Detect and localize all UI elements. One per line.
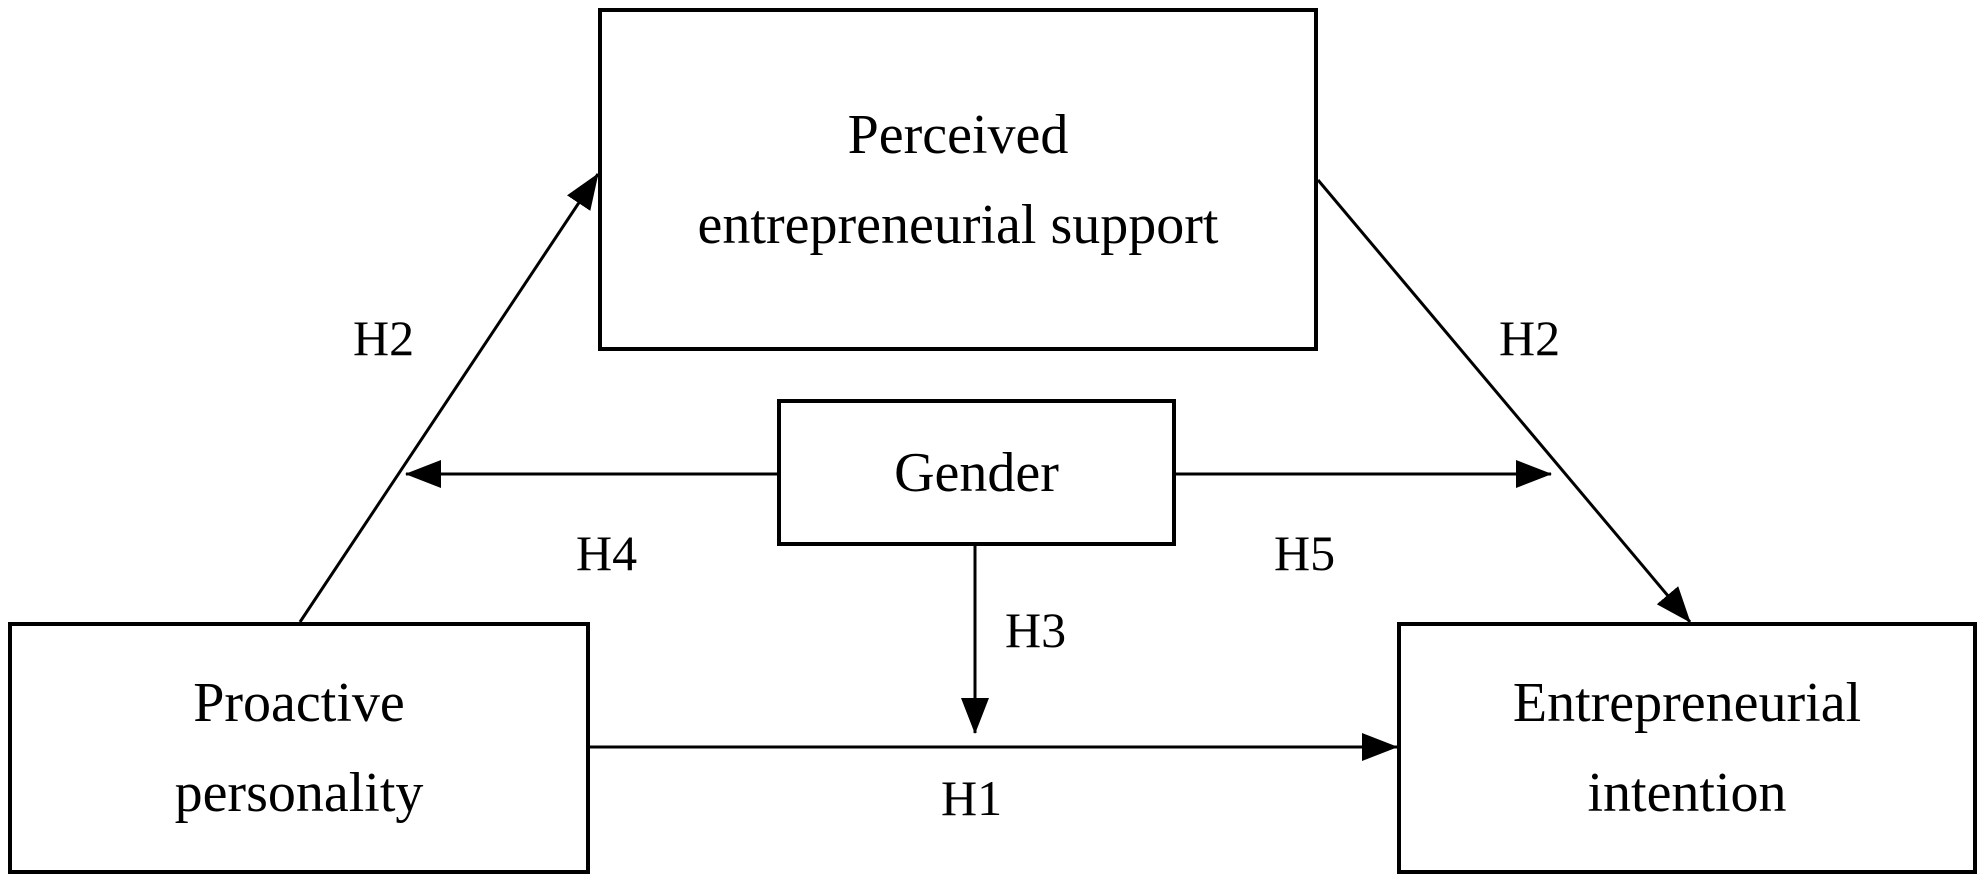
perceived-support-line-2: entrepreneurial support (697, 193, 1219, 256)
arrow-h2-left (298, 173, 600, 623)
label-h2-right: H2 (1499, 310, 1561, 366)
arrow-h2-right (1316, 179, 1692, 623)
entrepreneurial-intention-box: Entrepreneurial intention (1397, 622, 1977, 874)
gender-label: Gender (894, 441, 1059, 504)
proactive-personality-box: Proactive personality (8, 622, 590, 874)
entrepreneurial-intention-line-2: intention (1587, 762, 1787, 824)
gender-box: Gender (777, 399, 1176, 546)
proactive-personality-line-2: personality (174, 762, 424, 824)
perceived-support-box: Perceived entrepreneurial support (598, 8, 1318, 351)
entrepreneurial-intention-line-1: Entrepreneurial (1512, 672, 1862, 734)
label-h1: H1 (941, 770, 1003, 826)
label-h2-left: H2 (353, 310, 415, 366)
proactive-personality-line-1: Proactive (193, 672, 405, 734)
label-h3: H3 (1005, 602, 1067, 658)
label-h4: H4 (576, 525, 638, 581)
label-h5: H5 (1274, 525, 1336, 581)
perceived-support-line-1: Perceived (847, 103, 1069, 166)
